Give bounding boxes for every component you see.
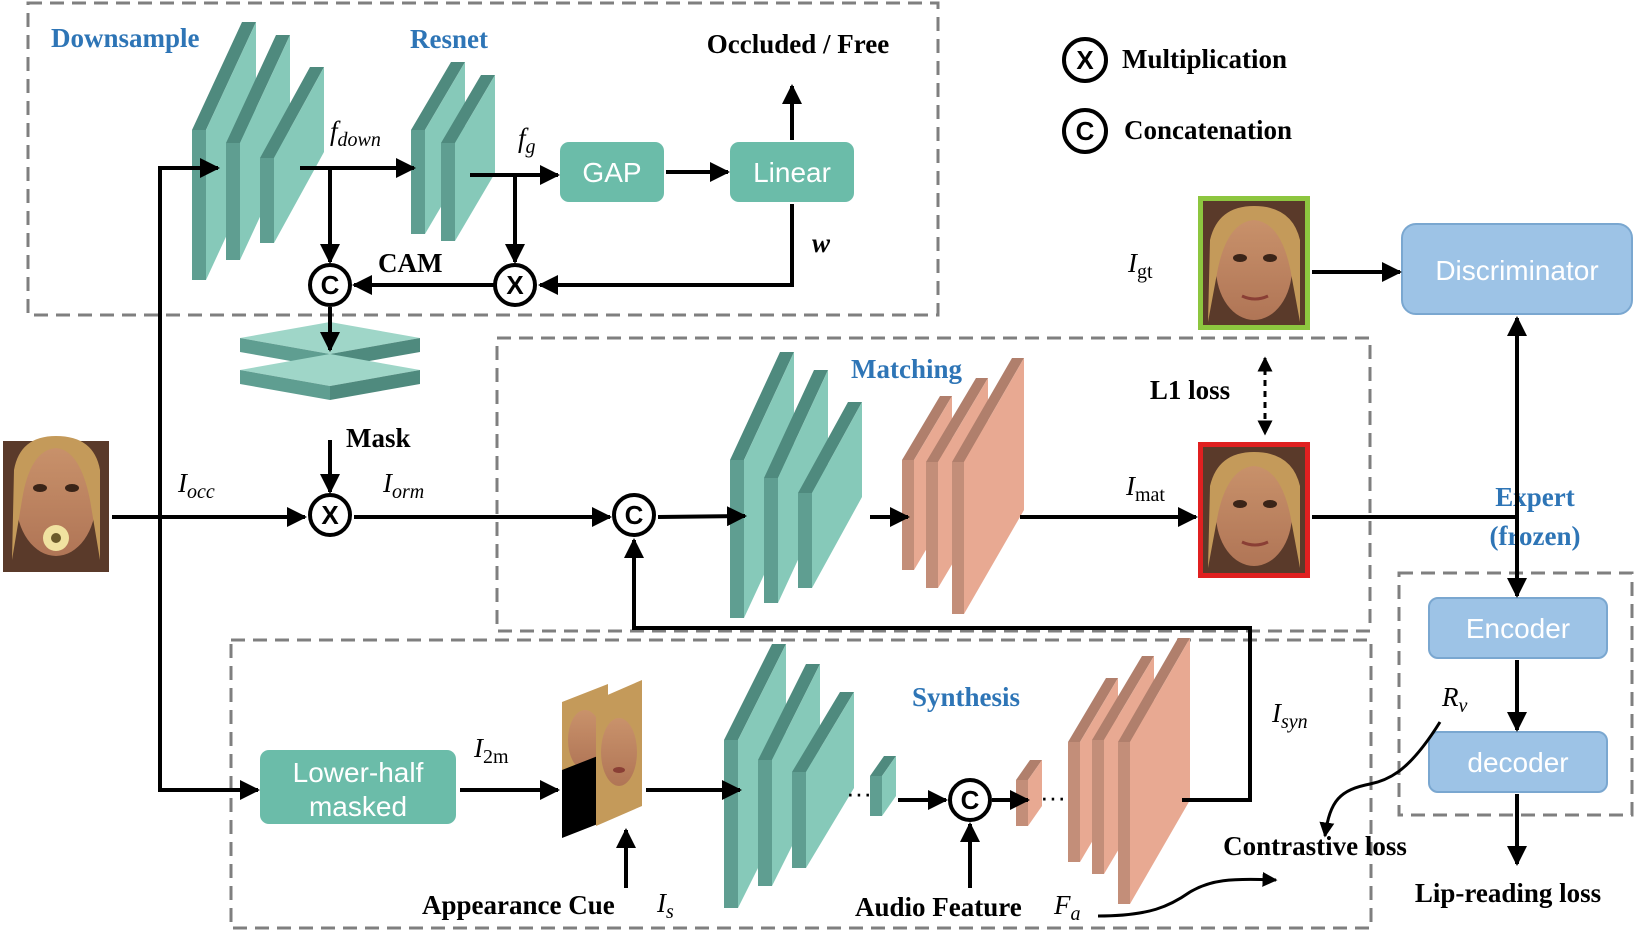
svg-text:C: C	[321, 270, 340, 300]
matching-decoder-layers	[902, 358, 1024, 614]
section-title-synthesis: Synthesis	[912, 682, 1020, 712]
mult-op-mask: X	[308, 493, 352, 537]
face-gt-icon	[1198, 196, 1310, 330]
frame-matching	[495, 336, 1372, 633]
ellipsis-2: ···	[1040, 782, 1066, 812]
i-occ-label: Iocc	[177, 468, 215, 503]
svg-text:GAP: GAP	[582, 157, 641, 188]
section-title-expert-1: Expert	[1495, 482, 1574, 512]
section-title-matching: Matching	[851, 354, 962, 384]
i-gt-label: Igt	[1127, 248, 1153, 283]
svg-text:C: C	[1076, 116, 1095, 146]
r-v-label: Rv	[1441, 682, 1468, 717]
frame-occlusion	[26, 1, 940, 317]
mult-op-cam: X	[493, 263, 537, 307]
face-mat-icon	[1198, 442, 1310, 578]
i-syn-label: Isyn	[1271, 698, 1308, 733]
svg-text:Concatenation: Concatenation	[1124, 115, 1292, 145]
face-occluded-icon	[3, 436, 109, 572]
i-2m-label: I2m	[473, 733, 509, 768]
svg-text:Linear: Linear	[753, 157, 831, 188]
face-masked-icon	[596, 680, 642, 826]
svg-text:Multiplication: Multiplication	[1122, 44, 1287, 74]
svg-text:C: C	[961, 785, 980, 815]
svg-text:X: X	[506, 270, 524, 300]
svg-text:decoder: decoder	[1467, 747, 1568, 778]
discriminator-block: Discriminator	[1401, 223, 1633, 315]
gap-block: GAP	[560, 142, 664, 202]
section-title-resnet: Resnet	[410, 24, 488, 54]
concatenation-icon	[1062, 108, 1108, 154]
synthesis-decoder-layers	[1016, 638, 1190, 904]
l1-loss-label: L1 loss	[1150, 375, 1230, 405]
svg-text:Encoder: Encoder	[1466, 613, 1570, 644]
appearance-cue-label: Appearance Cue	[422, 890, 615, 920]
encoder-block: Encoder	[1428, 597, 1608, 659]
svg-text:C: C	[625, 500, 644, 530]
matching-encoder-layers	[730, 352, 862, 618]
concat-op-top: C	[308, 263, 352, 307]
decoder-block: decoder	[1428, 731, 1608, 793]
svg-text:X: X	[1076, 45, 1094, 75]
f-down-label: fdown	[330, 116, 381, 151]
occluded-free-label: Occluded / Free	[707, 29, 889, 59]
svg-text:masked: masked	[309, 791, 407, 822]
section-title-expert-2: (frozen)	[1490, 521, 1581, 551]
resnet-layers	[411, 62, 495, 241]
i-s-label: Is	[656, 888, 674, 923]
linear-block: Linear	[730, 142, 854, 202]
lower-half-masked-block: Lower-half masked	[260, 750, 456, 824]
cam-label: CAM	[378, 248, 442, 278]
ellipsis-1: ···	[846, 778, 872, 808]
svg-text:Discriminator: Discriminator	[1435, 255, 1598, 286]
svg-text:Lower-half: Lower-half	[293, 757, 424, 788]
downsample-layers	[192, 22, 324, 280]
contrastive-loss-label: Contrastive loss	[1223, 831, 1407, 861]
mask-label: Mask	[346, 423, 411, 453]
audio-feature-label: Audio Feature	[855, 892, 1022, 922]
concat-op-matching: C	[612, 493, 656, 537]
synthesis-encoder-layers	[724, 644, 896, 908]
connection-arrows	[112, 84, 1527, 918]
section-title-downsample: Downsample	[51, 23, 200, 53]
w-label: w	[812, 228, 831, 258]
i-mat-label: Imat	[1125, 471, 1165, 506]
f-a-label: Fa	[1053, 890, 1081, 925]
legend: X Multiplication C Concatenation	[1062, 37, 1292, 154]
multiplication-icon	[1062, 37, 1108, 83]
f-g-label: fg	[518, 123, 536, 158]
lip-reading-loss-label: Lip-reading loss	[1415, 878, 1601, 908]
i-orm-label: Iorm	[382, 468, 424, 503]
mask-slabs	[240, 322, 420, 400]
svg-text:X: X	[321, 500, 339, 530]
concat-op-synthesis: C	[948, 778, 992, 822]
